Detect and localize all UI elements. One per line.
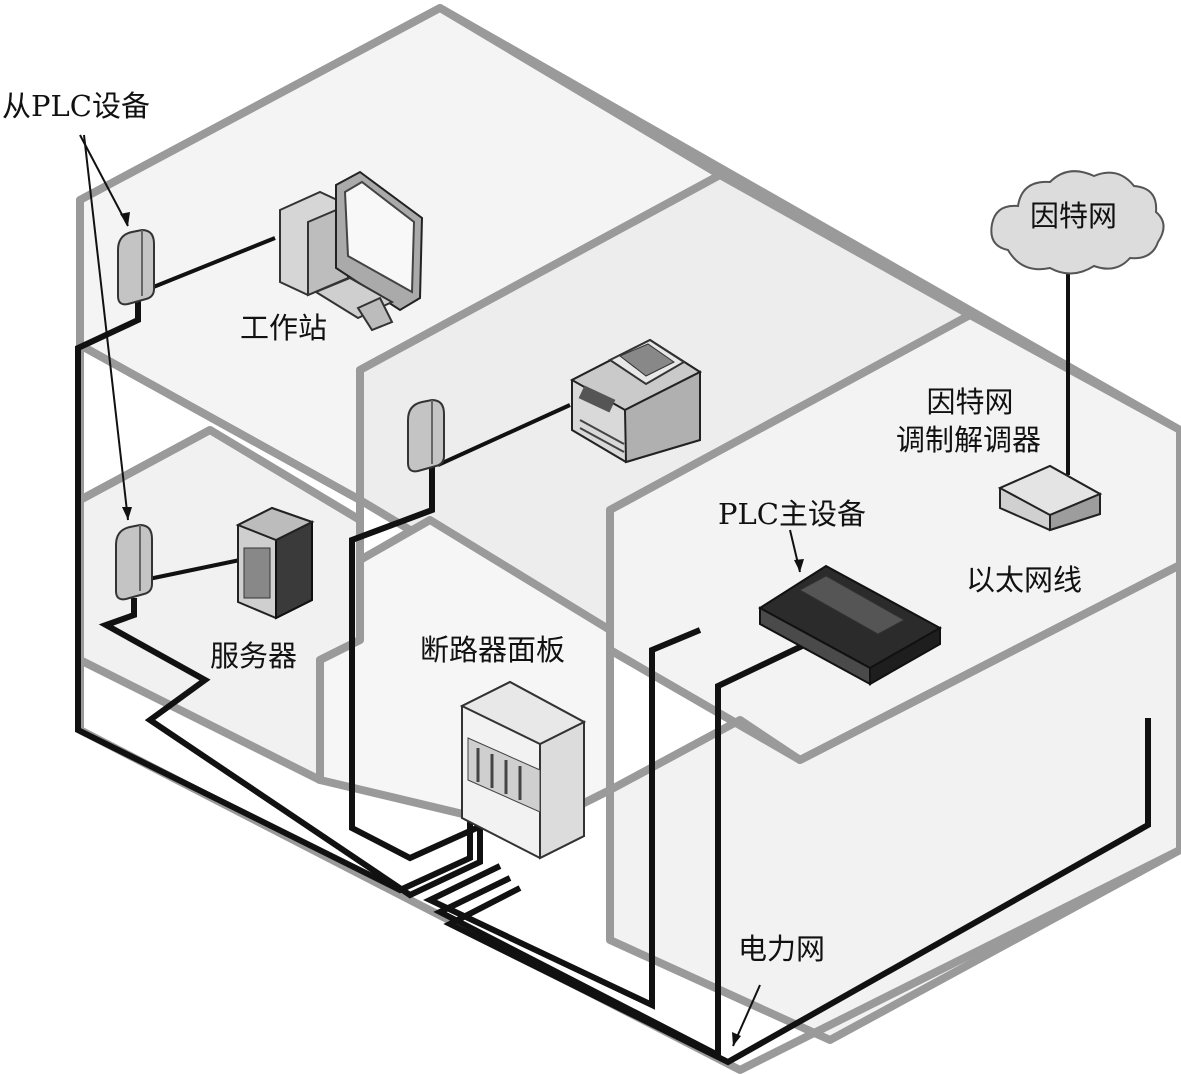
server-icon [235,506,315,620]
slave-plc-label: 从PLC设备 [2,89,150,123]
power-line-plc-master [423,627,702,1010]
power-line-right-room [443,718,1151,1066]
plc-adapter-icon [407,398,445,473]
internet-label: 因特网 [1030,199,1118,233]
power-line-server [98,598,483,899]
power-cables [75,295,1151,1066]
power-line-workstation [75,295,473,894]
plc-adapter-icon [117,228,155,306]
ethernet-server [143,558,241,582]
ethernet-printer [437,403,571,467]
mid-edge-3 [606,510,1181,764]
breaker-panel-label: 断路器面板 [420,633,566,667]
modem-label-line1: 因特网 [926,385,1014,419]
modem-icon [997,464,1103,532]
computer-icon [279,170,424,332]
plc-master-label: PLC主设备 [718,497,866,531]
ethernet-cable-label: 以太网线 [966,563,1083,597]
mid-edge-1 [78,341,364,640]
ethernet-cables [143,236,1070,582]
arrow-slave-plc-upper [79,134,129,227]
arrowheads [120,212,804,1046]
power-grid-label: 电力网 [738,932,826,966]
plc-adapter-icon [115,523,153,601]
printer-icon [569,338,703,464]
workstation-label: 工作站 [240,311,328,345]
server-label: 服务器 [210,639,298,673]
cloud-icon [990,170,1165,275]
modem-label-line2: 调制解调器 [896,423,1042,457]
power-line-printer [349,462,492,862]
house-structure [76,4,1181,1074]
breaker-panel-icon [459,680,587,860]
arrow-slave-plc-lower [83,134,129,521]
plc-master-icon [758,564,943,686]
ethernet-workstation [145,236,276,292]
